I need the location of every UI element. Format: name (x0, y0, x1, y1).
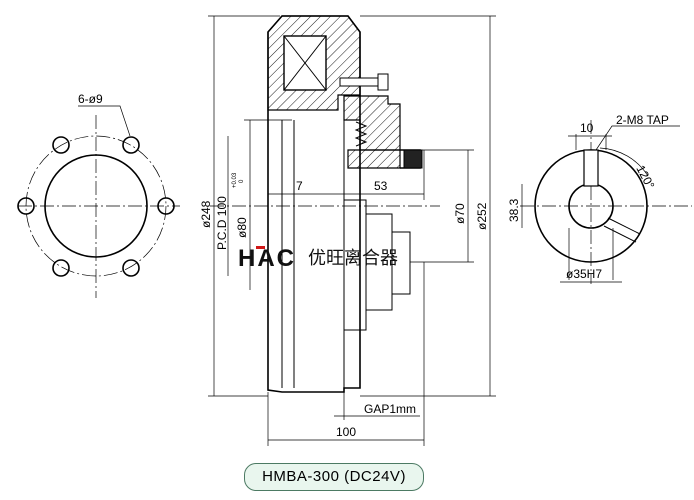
dim-80-label: ø80 (235, 217, 249, 238)
logo-name: 优旺离合器 (308, 248, 398, 269)
dim-252-label: ø252 (475, 202, 489, 230)
front-view: 6-ø9 (17, 92, 180, 298)
front-bore-circle (44, 154, 148, 258)
bolt-hole (17, 197, 35, 215)
tap-hole (603, 225, 637, 243)
dim-80-tol-upper: +0.03 (232, 172, 238, 188)
bolt-hole (122, 136, 140, 154)
keyway (583, 149, 599, 187)
hole-note-leader (78, 105, 131, 137)
dim-248-label: ø248 (199, 200, 213, 228)
angle-label: 120° (633, 163, 657, 192)
dim-53-label: 53 (374, 179, 388, 193)
pcd-label: P.C.D 100 (215, 196, 229, 250)
gap-label: GAP1mm (364, 402, 416, 416)
bolt-hole (157, 197, 175, 215)
model-label: HMBA-300 (DC24V) (244, 463, 424, 491)
lower-hub (344, 199, 367, 331)
bolt-hole (122, 259, 140, 277)
angle-arc (599, 147, 649, 177)
bolt-hole (52, 136, 70, 154)
dim-80-tol-lower: 0 (239, 179, 245, 183)
bore-label: ø35H7 (566, 267, 602, 281)
logo-mark: HAC (238, 245, 296, 272)
adjust-bolt (339, 77, 381, 87)
lower-hub-step (392, 231, 411, 295)
armature-section (343, 95, 401, 151)
tap-leader (595, 125, 680, 151)
pcd-circle (25, 135, 167, 277)
bolt-hole (52, 259, 70, 277)
hub-section (347, 149, 401, 169)
hub-view: 10 2-M8 TAP 120° 38.3 ø35H7 (507, 113, 692, 284)
dim-7-label: 7 (296, 179, 303, 193)
logo-accent (256, 246, 265, 249)
height-label: 38.3 (507, 198, 521, 222)
brand-logo: HAC 优旺离合器 (238, 245, 398, 272)
spring (354, 121, 368, 147)
hub-key (403, 149, 423, 169)
dim-70-label: ø70 (453, 203, 467, 224)
dim-100-label: 100 (336, 425, 356, 439)
side-view: ø248 P.C.D 100 ø80 +0.03 0 7 53 ø70 ø252… (199, 15, 496, 446)
tap-label: 2-M8 TAP (616, 113, 669, 127)
keyway-label: 10 (580, 121, 594, 135)
adjust-bolt-head (377, 73, 389, 91)
hole-note-label: 6-ø9 (78, 92, 103, 106)
coil-cross (283, 35, 327, 91)
bolt-holes (17, 136, 175, 277)
tap-hole (607, 217, 641, 235)
lower-hub-step (366, 213, 393, 311)
